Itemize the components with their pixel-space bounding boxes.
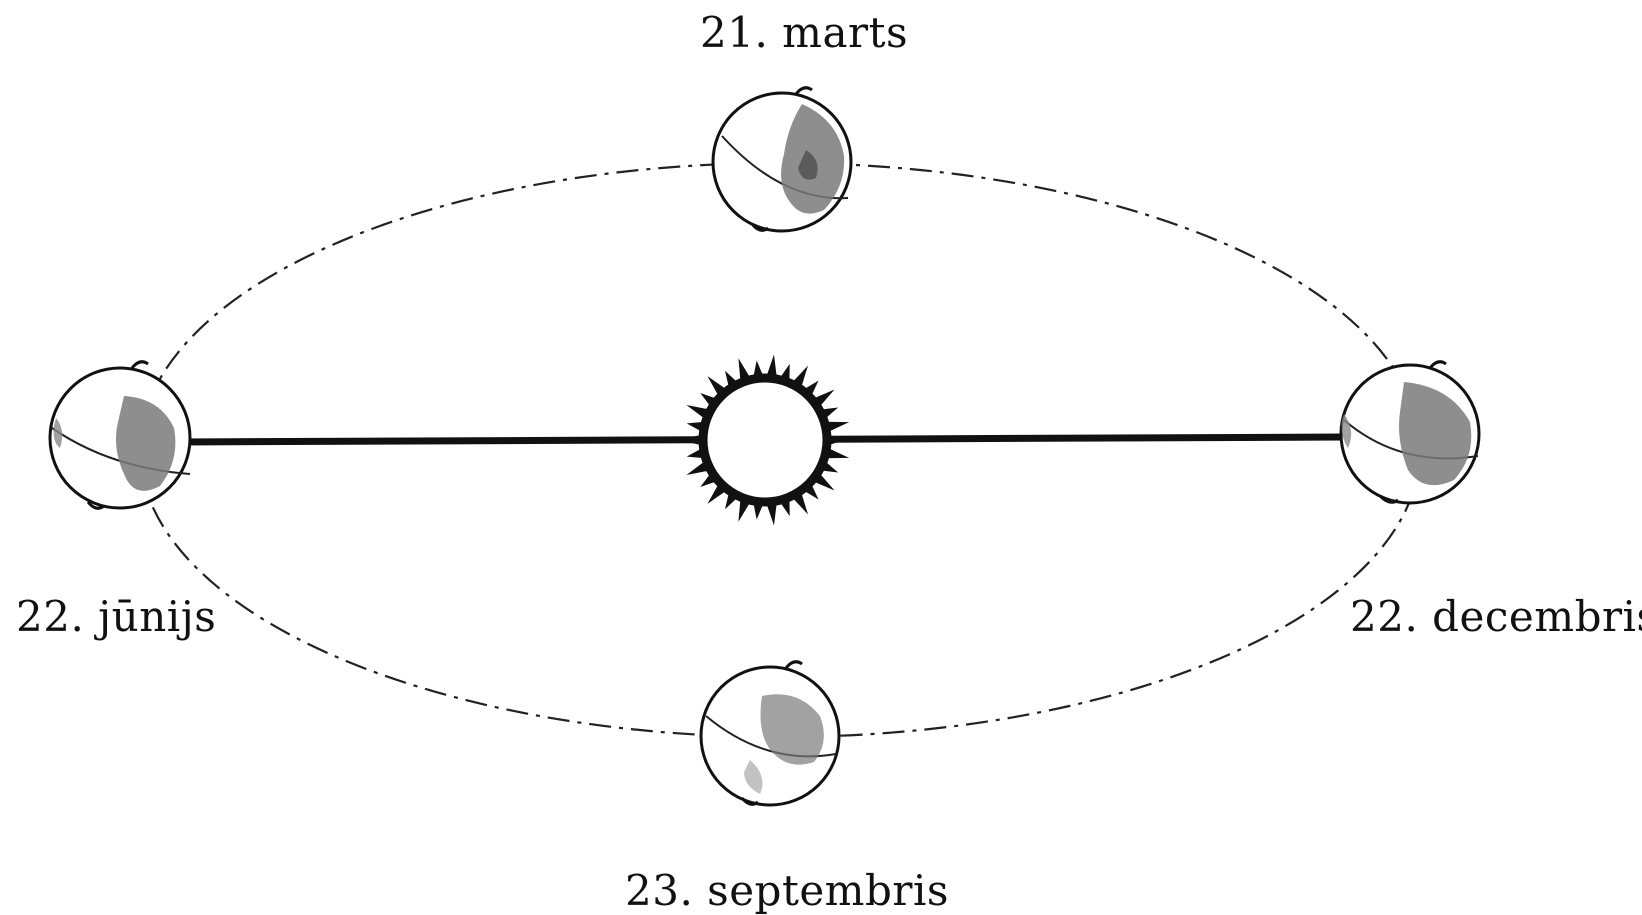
earth-september [701,662,839,805]
label-september: 23. septembris [625,866,949,915]
label-june: 22. jūnijs [16,592,216,641]
sun [679,354,849,525]
earth-june [50,362,190,509]
label-march: 21. marts [700,8,908,57]
earth-march [713,88,851,231]
earth-december [1341,362,1479,503]
label-december: 22. decembris [1350,592,1642,641]
